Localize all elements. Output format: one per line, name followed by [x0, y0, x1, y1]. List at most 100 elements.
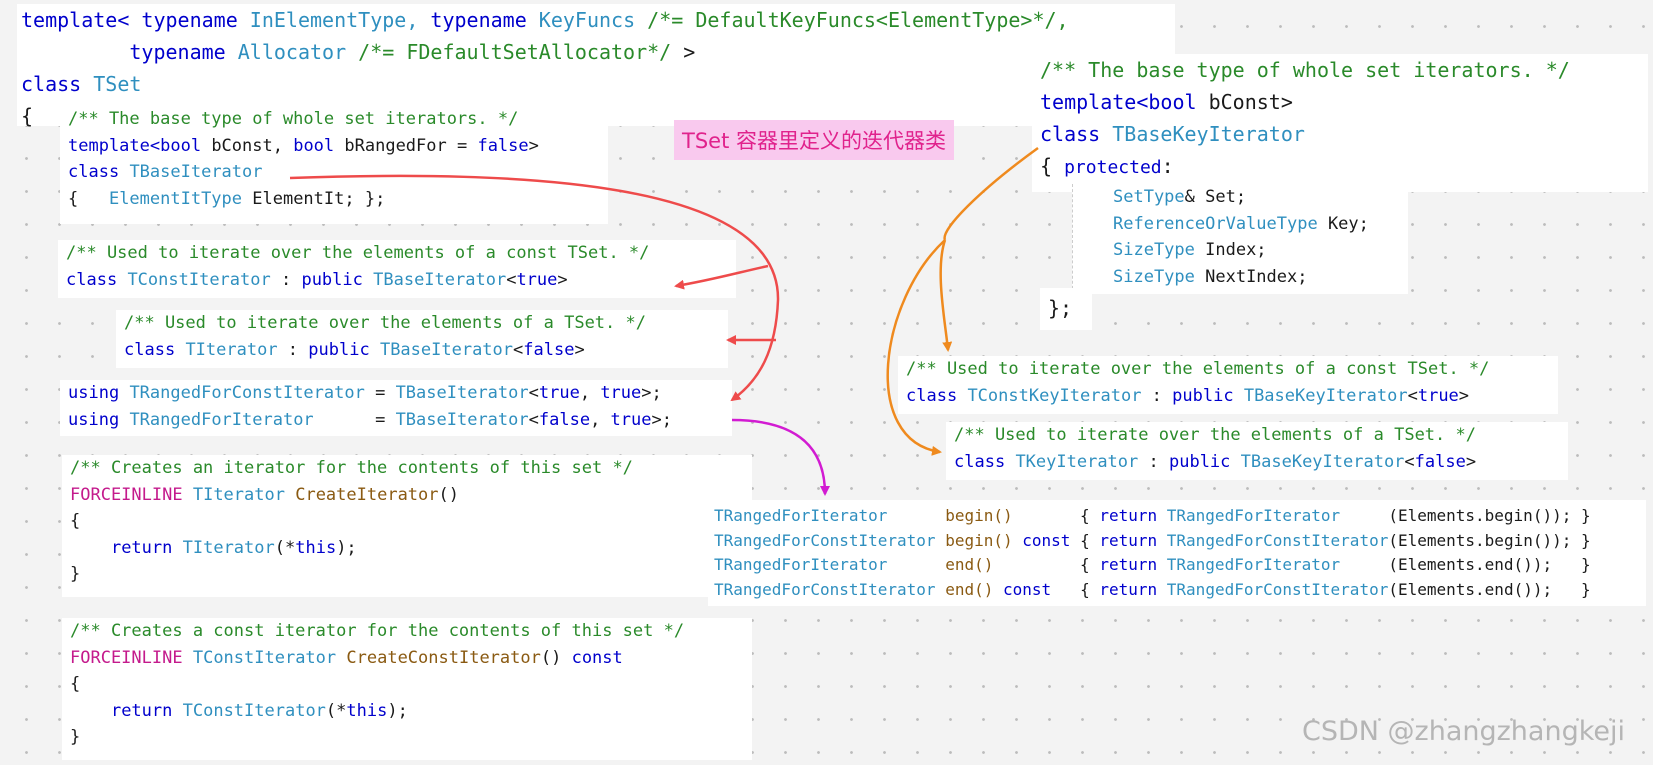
- text: >;: [651, 409, 672, 430]
- tbaseiterator-block: /** The base type of whole set iterators…: [60, 106, 608, 224]
- text: }: [70, 727, 81, 747]
- text: [936, 580, 946, 599]
- text: {: [993, 555, 1100, 574]
- type: TBaseKeyIterator: [1243, 385, 1408, 406]
- type: TConstIterator: [182, 700, 326, 721]
- kw: return: [1099, 530, 1158, 550]
- text: bConst,: [201, 135, 294, 156]
- type: TRangedForIterator: [714, 506, 888, 525]
- class-keyword: class: [21, 72, 82, 96]
- text: (Elements.end()); }: [1340, 555, 1591, 574]
- kw: public: [1172, 385, 1234, 406]
- function: begin(): [945, 506, 1013, 525]
- kw: const: [571, 647, 623, 668]
- watermark: CSDN @zhangzhangkeji: [1301, 716, 1625, 747]
- titerator-block: /** Used to iterate over the elements of…: [116, 310, 728, 368]
- kw: return: [1099, 506, 1158, 525]
- text: (*: [274, 537, 296, 558]
- ranged-for-using-block: using TRangedForConstIterator = TBaseIte…: [60, 380, 732, 436]
- text: );: [336, 537, 357, 558]
- kw: bool: [293, 135, 335, 156]
- text: <: [1407, 385, 1418, 406]
- function: CreateIterator: [295, 484, 439, 505]
- arrow-to-tconstkeyiterator: [939, 239, 953, 352]
- kw: return: [1099, 555, 1158, 574]
- kw: false: [523, 339, 575, 360]
- kw: false: [538, 409, 591, 430]
- text: >: [574, 339, 585, 360]
- type: TConstIterator: [192, 647, 337, 668]
- text: >: [1458, 385, 1470, 406]
- kw: true: [600, 383, 642, 403]
- text: <: [528, 383, 539, 403]
- comment: /** Used to iterate over the elements of…: [124, 313, 646, 333]
- text: ElementIt; };: [242, 188, 386, 209]
- kw: class: [954, 451, 1006, 472]
- comment: /** Creates a const iterator for the con…: [70, 621, 685, 641]
- comment: /** The base type of whole set iterators…: [68, 109, 519, 129]
- kw: typename: [430, 8, 527, 32]
- comment: /*= DefaultKeyFuncs<ElementType>*/,: [647, 8, 1069, 32]
- text: NextIndex;: [1194, 266, 1308, 287]
- kw: return: [110, 537, 173, 558]
- type: ElementItType: [108, 188, 243, 209]
- type: TBaseKeyIterator: [1240, 451, 1405, 472]
- ranged-for-begin-end-block: TRangedForIterator begin() { return TRan…: [708, 500, 1646, 606]
- class-name-tset: TSet: [93, 72, 142, 96]
- text: >;: [641, 383, 662, 403]
- text: [887, 506, 945, 525]
- kw: this: [346, 700, 388, 721]
- function: end(): [945, 555, 994, 574]
- tset-declaration-block: template< typename InElementType, typena…: [17, 4, 1175, 128]
- text: <: [1404, 451, 1415, 472]
- type: TRangedForIterator: [714, 555, 888, 574]
- text: bRangedFor =: [334, 135, 478, 156]
- type: TBaseIterator: [379, 339, 514, 360]
- type: TRangedForConstIterator: [129, 383, 365, 403]
- tbasekeyiterator-block: /** The base type of whole set iterators…: [1032, 54, 1648, 192]
- class-name-tconstiterator: TConstIterator: [127, 269, 271, 290]
- kw: false: [477, 135, 529, 156]
- text: >: [557, 269, 568, 290]
- text: Index;: [1194, 240, 1267, 260]
- text: <: [528, 409, 539, 430]
- kw: true: [516, 269, 558, 290]
- comment: /** The base type of whole set iterators…: [1040, 58, 1570, 82]
- kw: template<: [1040, 90, 1149, 114]
- kw: class: [1040, 122, 1101, 146]
- kw: true: [538, 383, 580, 403]
- kw: class: [68, 162, 120, 182]
- class-name-titerator: TIterator: [185, 339, 278, 360]
- kw: template<: [21, 8, 142, 32]
- text: {: [70, 674, 81, 694]
- open-brace: {: [21, 104, 34, 128]
- type: TRangedForConstIterator: [714, 579, 936, 599]
- kw: bool: [1148, 90, 1197, 114]
- punct: >: [671, 40, 696, 64]
- type: TIterator: [182, 537, 275, 558]
- create-iterator-block: /** Creates an iterator for the contents…: [62, 455, 752, 597]
- text: (*: [325, 700, 347, 721]
- text: >: [528, 135, 539, 156]
- type: SizeType: [1113, 240, 1195, 260]
- comment: /** Used to iterate over the elements of…: [954, 425, 1476, 445]
- tbasekeyiterator-close: };: [1040, 288, 1092, 330]
- type: TBaseIterator: [373, 269, 507, 290]
- text: (Elements.begin()); }: [1340, 506, 1591, 525]
- type: TRangedForIterator: [1166, 506, 1341, 525]
- function: end(): [945, 579, 994, 599]
- kw: false: [1414, 451, 1466, 472]
- tbasekeyiterator-members: SetType& Set; ReferenceOrValueType Key; …: [1072, 184, 1408, 294]
- text: ,: [590, 409, 611, 430]
- text: {: [68, 188, 109, 209]
- text: ,: [579, 383, 601, 403]
- text: >: [1465, 451, 1477, 472]
- class-name-tkeyiterator: TKeyIterator: [1015, 451, 1139, 472]
- kw: public: [308, 339, 370, 360]
- type: SizeType: [1113, 266, 1195, 287]
- type: ReferenceOrValueType: [1113, 213, 1318, 234]
- create-const-iterator-block: /** Creates a const iterator for the con…: [62, 618, 752, 760]
- kw: typename: [129, 40, 226, 64]
- text: Key;: [1317, 213, 1369, 234]
- kw: bool: [160, 135, 202, 156]
